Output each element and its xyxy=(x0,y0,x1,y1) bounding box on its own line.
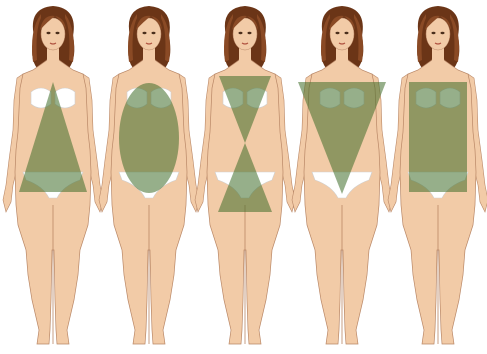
eye-left xyxy=(432,32,436,34)
overlay-oval xyxy=(119,83,179,193)
figure-oval-drawing xyxy=(99,6,199,344)
eye-left xyxy=(336,32,340,34)
eye-right xyxy=(441,32,445,34)
eye-left xyxy=(47,32,51,34)
figure-hourglass-drawing xyxy=(195,6,295,344)
eye-left xyxy=(143,32,147,34)
eye-left xyxy=(239,32,243,34)
figure-rectangle-drawing xyxy=(388,6,487,344)
overlay-rectangle xyxy=(409,82,467,192)
eye-right xyxy=(345,32,349,34)
eye-right xyxy=(56,32,60,34)
figure-inverted-triangle-drawing xyxy=(292,6,392,344)
eye-right xyxy=(248,32,252,34)
figure-triangle-drawing xyxy=(3,6,103,344)
eye-right xyxy=(152,32,156,34)
